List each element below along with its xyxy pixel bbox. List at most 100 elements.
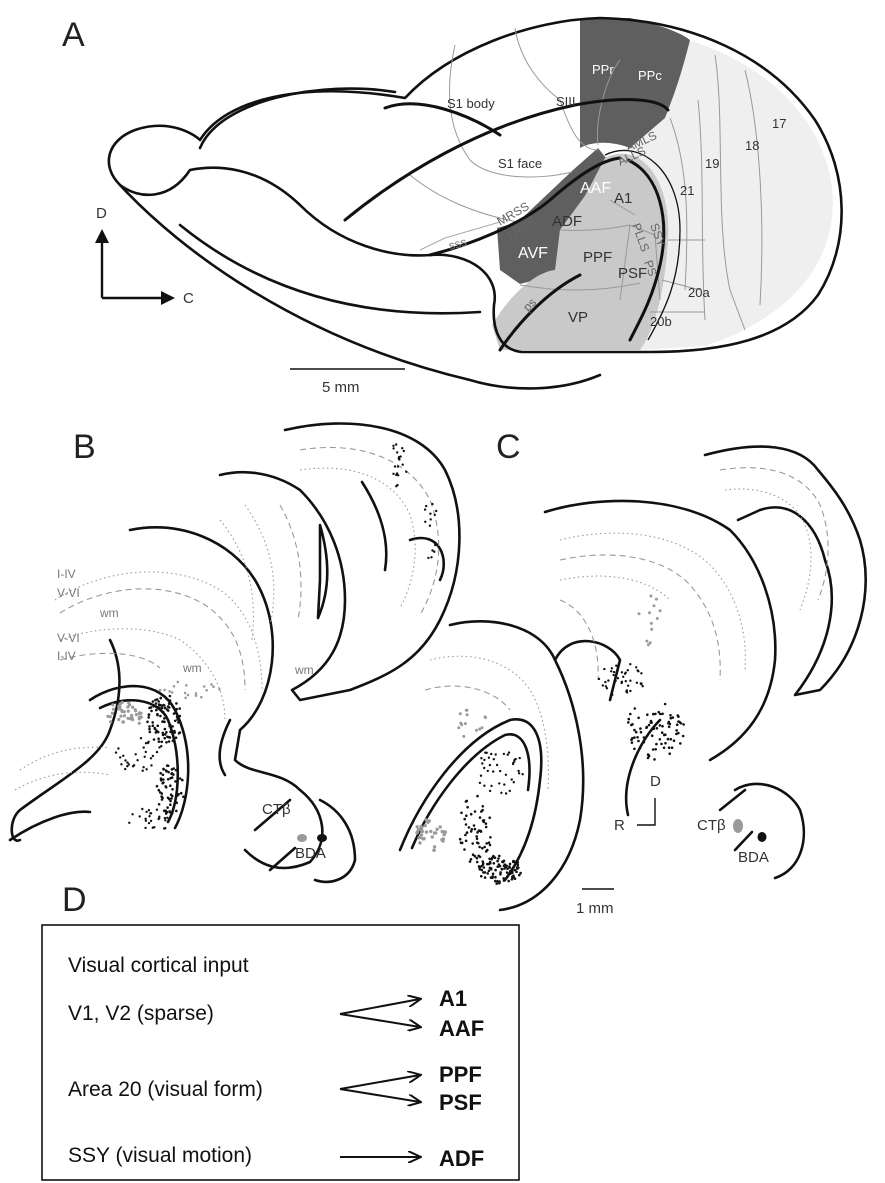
labeled-cell [498,863,501,866]
labeled-cell [425,505,427,507]
labeled-cell [660,743,663,746]
labeled-cell [431,503,433,505]
label-ppr: PPr [592,62,614,77]
labeled-cell [627,721,630,724]
panel-c-ctb-injection [733,819,743,833]
labeled-cell [486,872,489,875]
labeled-cell [604,681,606,683]
labeled-cell [405,471,407,473]
labeled-cell [466,713,469,716]
labeled-cell [682,723,685,726]
labeled-cell [459,712,462,715]
labeled-cell [439,825,442,828]
layer-label-i-iv-bottom: I-IV [57,649,76,663]
labeled-cell [518,772,520,774]
labeled-cell [648,611,651,614]
labeled-cell [476,857,479,860]
labeled-cell [615,665,617,667]
labeled-cell [513,781,515,783]
section-b-sulcus [90,686,188,828]
labeled-cell [149,731,152,734]
labeled-cell [157,731,160,734]
labeled-cell [175,802,178,805]
labeled-cell [494,880,497,883]
labeled-cell [167,797,170,800]
labeled-cell [430,556,432,558]
labeled-cell [165,741,168,744]
labeled-cell [157,706,160,709]
labeled-cell [434,544,436,546]
labeled-cell [138,717,141,720]
labeled-cell [485,822,488,825]
section-c-mid-outline [545,501,775,815]
labeled-cell [489,790,491,792]
labeled-cell [150,820,152,822]
labeled-cell [480,810,483,813]
labeled-cell [164,785,167,788]
labeled-cell [659,724,662,727]
labeled-cell [606,687,608,689]
labeled-cell [431,835,434,838]
labeled-cell [503,879,506,882]
labeled-cell [643,741,646,744]
labeled-cell [170,773,173,776]
labeled-cell [160,697,163,700]
labeled-cell [635,666,637,668]
labeled-cell [668,752,671,755]
labeled-cell [482,871,485,874]
labeled-cell [397,474,399,476]
labeled-cell [441,830,444,833]
legend-target-a1: A1 [439,986,467,1011]
labeled-cell [489,836,492,839]
labeled-cell [184,692,187,695]
labeled-cell [486,863,489,866]
labeled-cell [603,668,605,670]
labeled-cell [607,679,609,681]
legend-source-ssy: SSY (visual motion) [68,1144,252,1167]
labeled-cell [490,753,492,755]
labeled-cell [465,709,468,712]
labeled-cell [394,465,396,467]
section-c-far-outline [705,447,866,695]
labeled-cell [415,831,418,834]
labeled-cell [598,678,600,680]
labeled-cell [613,674,615,676]
labeled-cell [462,735,465,738]
labeled-cell [633,748,636,751]
labeled-cell [171,788,174,791]
labeled-cell [111,703,114,706]
labeled-cell [516,862,519,865]
labeled-cell [115,751,117,753]
labeled-cell [667,722,670,725]
orientation-corner-c [637,798,655,825]
labeled-cell [187,694,190,697]
labeled-cell [494,869,497,872]
labeled-cell [631,741,634,744]
panel-c-bda-label: BDA [738,849,769,866]
labeled-cell [648,724,651,727]
labeled-cell [178,721,181,724]
labeled-cell [473,824,476,827]
labeled-cell [479,782,481,784]
layer-label-v-vi-top: V-VI [57,586,80,600]
labeled-cell [427,557,429,559]
labeled-cell [671,746,674,749]
labeled-cell [170,797,173,800]
labeled-cell [476,795,479,798]
labeled-cell [490,858,493,861]
labeled-cell [602,684,604,686]
labeled-cell [507,880,510,883]
brainstem-outline [180,225,480,313]
labeled-cell [478,846,481,849]
labeled-cell [637,717,640,720]
labeled-cell [159,715,162,718]
labeled-cell [508,866,511,869]
legend-source-area20: Area 20 (visual form) [68,1078,263,1101]
labeled-cell [146,721,149,724]
labeled-cell [654,748,657,751]
labeled-cell [479,868,482,871]
labeled-cell [432,849,435,852]
labeled-cell [627,685,629,687]
labeled-cell [472,853,475,856]
labeled-cell [500,792,502,794]
